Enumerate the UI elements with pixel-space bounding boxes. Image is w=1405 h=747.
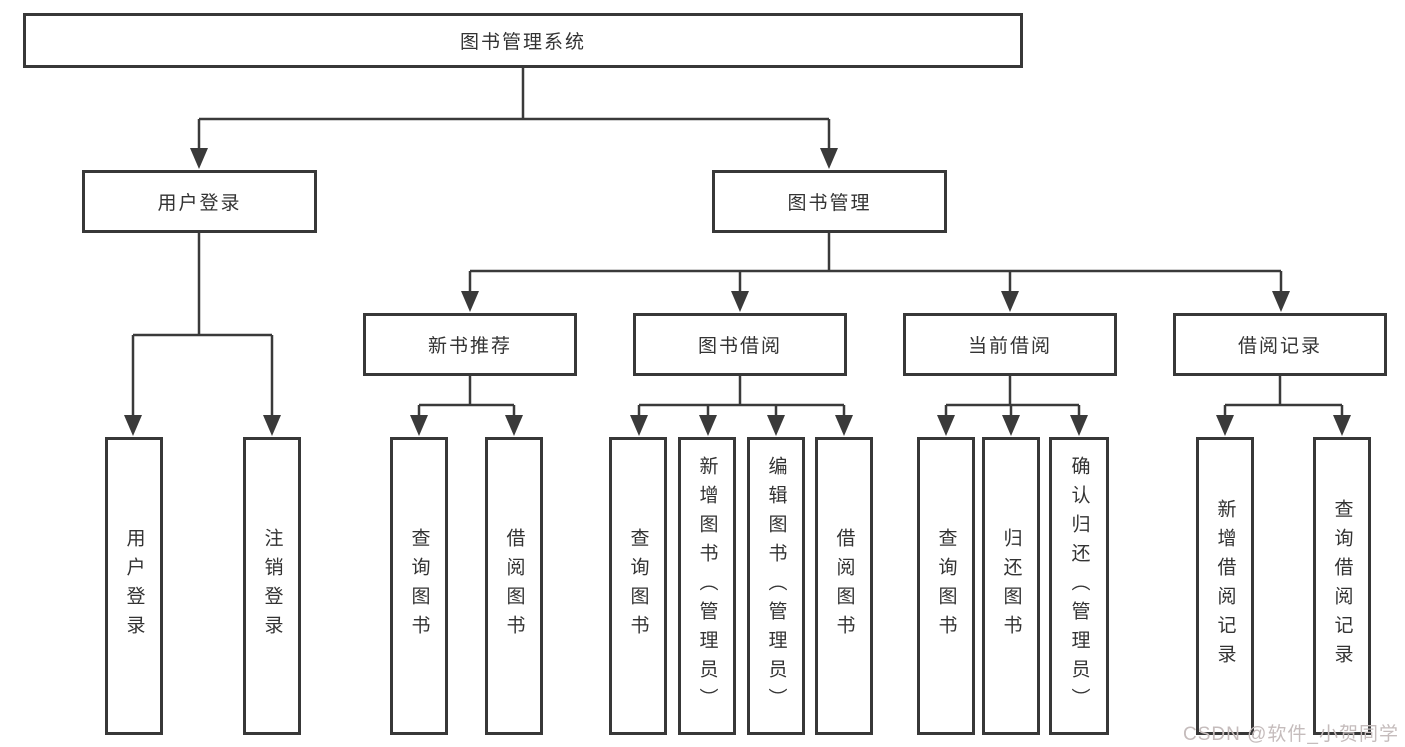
node-new-book-recommend: 新书推荐 [363,313,577,376]
leaf-add-books-admin: 新增图书（管理员） [678,437,736,735]
node-label: 借阅记录 [1237,336,1322,357]
node-book-borrow: 图书借阅 [633,313,847,376]
leaf-label: 用户登录 [123,528,145,644]
leaf-logout: 注销登录 [243,437,301,735]
leaf-confirm-return-admin: 确认归还（管理员） [1049,437,1109,735]
node-borrow-records: 借阅记录 [1173,313,1387,376]
leaf-borrow-books-recommend: 借阅图书 [485,437,543,735]
csdn-watermark: CSDN @软件_小贺同学 [1183,724,1399,745]
node-book-management: 图书管理 [712,170,947,233]
leaf-label: 编辑图书（管理员） [765,455,787,717]
leaf-query-books-current: 查询图书 [917,437,975,735]
arrowheads [124,148,1351,436]
leaf-label: 借阅图书 [833,528,855,644]
leaf-label: 注销登录 [261,528,283,644]
leaf-label: 查询借阅记录 [1331,499,1353,673]
leaf-label: 新增图书（管理员） [696,455,718,717]
node-root: 图书管理系统 [23,13,1023,68]
node-label: 新书推荐 [427,336,512,357]
node-user-login: 用户登录 [82,170,317,233]
node-label: 当前借阅 [967,336,1052,357]
leaf-label: 查询图书 [627,528,649,644]
leaf-borrow-books: 借阅图书 [815,437,873,735]
leaf-edit-books-admin: 编辑图书（管理员） [747,437,805,735]
node-current-borrow: 当前借阅 [903,313,1117,376]
leaf-label: 新增借阅记录 [1214,499,1236,673]
leaf-label: 查询图书 [935,528,957,644]
leaf-add-borrow-record: 新增借阅记录 [1196,437,1254,735]
node-label: 图书管理 [787,193,872,214]
node-label: 用户登录 [157,193,242,214]
leaf-query-books-borrow: 查询图书 [609,437,667,735]
leaf-label: 确认归还（管理员） [1068,455,1090,717]
leaf-return-books: 归还图书 [982,437,1040,735]
leaf-query-books-recommend: 查询图书 [390,437,448,735]
leaf-label: 借阅图书 [503,528,525,644]
leaf-label: 查询图书 [408,528,430,644]
node-label: 图书借阅 [697,336,782,357]
leaf-query-borrow-record: 查询借阅记录 [1313,437,1371,735]
leaf-label: 归还图书 [1000,528,1022,644]
node-root-label: 图书管理系统 [459,32,586,53]
leaf-user-login: 用户登录 [105,437,163,735]
